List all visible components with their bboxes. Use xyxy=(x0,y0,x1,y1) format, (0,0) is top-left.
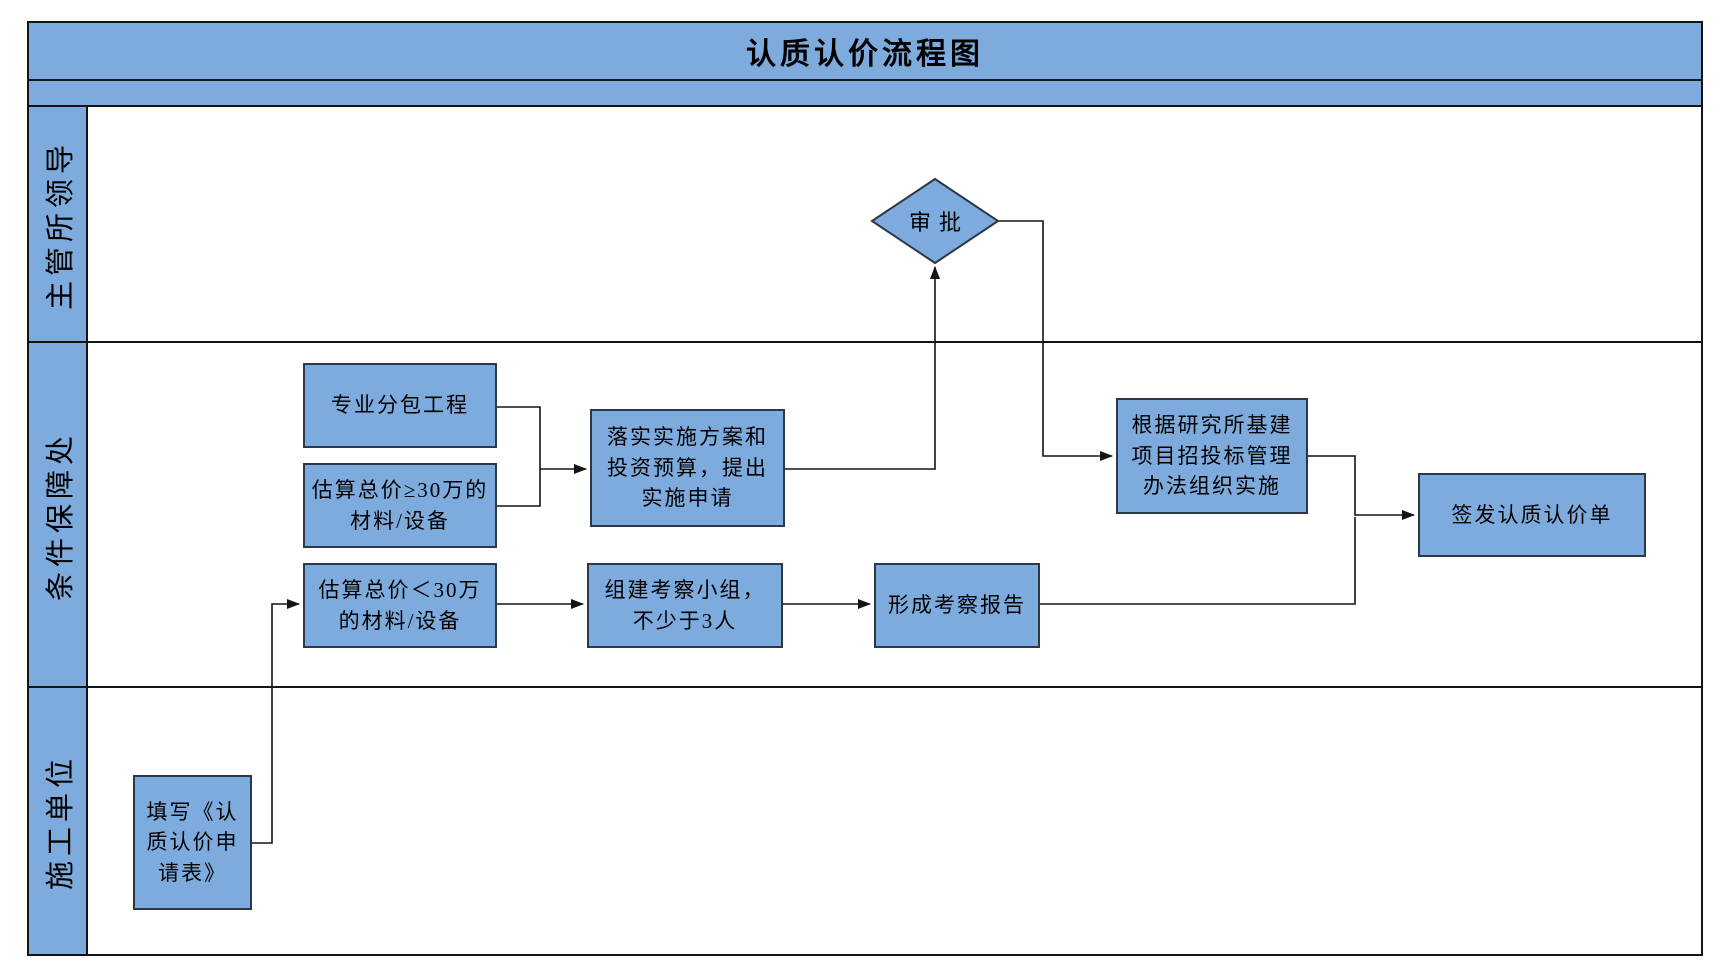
edge-approval-bid xyxy=(998,220,1113,461)
node-issue-certificate-label: 签发认质认价单 xyxy=(1451,502,1613,527)
edge-report-issue xyxy=(1040,517,1356,605)
node-application-form: 填写《认质认价申请表》 xyxy=(133,775,252,910)
header-separator-band xyxy=(27,81,1703,107)
node-inspection-team: 组建考察小组，不少于3人 xyxy=(587,563,783,648)
lane-label-support-dept: 条件保障处 xyxy=(44,430,77,601)
node-bidding-management: 根据研究所基建项目招投标管理办法组织实施 xyxy=(1116,398,1308,514)
node-subcontract-project: 专业分包工程 xyxy=(303,363,497,448)
edge-bid-issue xyxy=(1308,455,1415,520)
lane-header-construction-unit: 施工单位 xyxy=(27,688,88,956)
node-issue-certificate: 签发认质认价单 xyxy=(1418,473,1646,557)
node-application-form-label: 填写《认质认价申请表》 xyxy=(146,799,239,885)
node-estimate-lt-300k: 估算总价＜30万的材料/设备 xyxy=(303,563,497,648)
lane-label-column-divider xyxy=(86,107,88,956)
node-estimate-lt-300k-label: 估算总价＜30万的材料/设备 xyxy=(318,578,482,633)
edge-plan-approval xyxy=(785,266,940,470)
lane-header-support-dept: 条件保障处 xyxy=(27,343,88,688)
edge-merge-subcontract-ge30 xyxy=(497,406,541,507)
node-estimate-ge-300k-label: 估算总价≥30万的材料/设备 xyxy=(311,478,489,533)
diagram-title: 认质认价流程图 xyxy=(746,38,984,71)
node-bidding-management-label: 根据研究所基建项目招投标管理办法组织实施 xyxy=(1131,413,1293,499)
node-approval-label: 审批 xyxy=(908,210,969,235)
node-implementation-plan-label: 落实实施方案和投资预算，提出实施申请 xyxy=(607,425,768,511)
node-estimate-ge-300k: 估算总价≥30万的材料/设备 xyxy=(303,463,497,548)
node-inspection-report: 形成考察报告 xyxy=(874,563,1040,648)
node-implementation-plan: 落实实施方案和投资预算，提出实施申请 xyxy=(590,409,785,527)
node-inspection-report-label: 形成考察报告 xyxy=(888,593,1026,618)
lane-header-supervisor: 主管所领导 xyxy=(27,107,88,343)
diagram-title-bar: 认质认价流程图 xyxy=(27,21,1703,81)
lane-divider-1 xyxy=(27,341,1703,343)
lane-divider-2 xyxy=(27,686,1703,688)
lane-label-construction-unit: 施工单位 xyxy=(44,753,77,891)
node-subcontract-project-label: 专业分包工程 xyxy=(331,393,469,418)
edge-form-lt30 xyxy=(252,599,300,844)
node-inspection-team-label: 组建考察小组，不少于3人 xyxy=(604,578,766,633)
lane-label-supervisor: 主管所领导 xyxy=(44,139,77,311)
